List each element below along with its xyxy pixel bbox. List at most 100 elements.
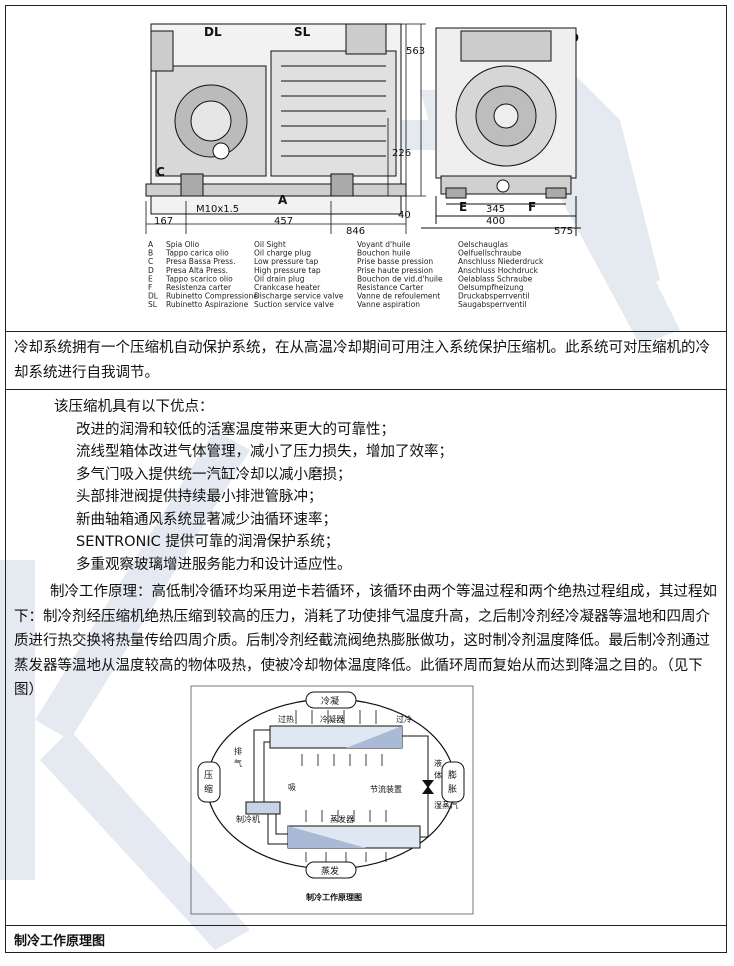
legend-code-b: B [148,249,153,258]
legend-en-b: Oil charge plug [254,249,311,258]
legend-it-dl: Rubinetto Compressione [166,292,258,301]
dim-226: 226 [392,148,411,159]
document-table: DL SL C A D B E F 563 226 40 M10x1.5 167… [5,5,727,953]
legend-de-a: Oelschauglas [458,240,508,249]
callout-dl: DL [204,25,222,39]
diagram-title: 制冷工作原理图 [306,892,362,902]
label-expand: 膨 [448,769,457,781]
label-compress: 压 [204,770,213,781]
legend-en-c: Low pressure tap [254,257,318,266]
legend-code-d: D [148,266,154,275]
legend-code-dl: DL [148,292,159,301]
dim-400: 400 [486,216,505,227]
legend-fr-c: Prise basse pression [357,257,433,266]
legend-de-e: Oelablass Schraube [458,274,533,283]
legend-it-f: Resistenza carter [166,283,232,292]
advantage-item: 改进的润滑和较低的活塞温度带来更大的可靠性； [76,421,395,438]
legend-it-a: Spia Olio [166,240,200,249]
advantages-list: 改进的润滑和较低的活塞温度带来更大的可靠性； 流线型箱体改进气体管理，减小了压力… [6,419,726,577]
main-cell: 该压缩机具有以下优点： 改进的润滑和较低的活塞温度带来更大的可靠性； 流线型箱体… [5,389,727,926]
legend-code-e: E [148,274,153,283]
advantage-item: 新曲轴箱通风系统显著减少油循环速率； [76,511,337,528]
legend-code-c: C [148,257,153,266]
callout-sl: SL [294,25,311,39]
callout-f: F [528,200,536,214]
dim-457: 457 [274,216,293,227]
legend-fr-b: Bouchon huile [357,249,411,258]
principle-paragraph: 制冷工作原理：高低制冷循环均采用逆卡若循环，该循环由两个等温过程和两个绝热过程组… [14,584,717,698]
advantage-item: 头部排泄阀提供持续最小排泄管脉冲； [76,489,323,505]
compress-box [197,761,221,803]
legend-de-c: Anschluss Niederdruck [458,257,544,266]
label-subcool: 过冷 [396,714,412,724]
intro-paragraph: 冷却系统拥有一个压缩机自动保护系统，在从高温冷却期间可用注入系统保护压缩机。此系… [14,340,710,381]
label-compress-2: 缩 [204,783,213,795]
label-wet-vapor: 湿蒸汽 [434,800,458,810]
advantages-title: 该压缩机具有以下优点： [54,399,214,415]
legend-fr-a: Voyant d'huile [357,240,411,249]
legend-en-a: Oil Sight [254,240,286,249]
legend-it-c: Presa Bassa Press. [166,257,235,266]
figure-caption: 制冷工作原理图 [14,934,106,949]
legend: A Spia Olio Oil Sight Voyant d'huile Oelscha… [148,240,544,309]
dim-345: 345 [486,204,505,215]
dim-40: 40 [398,210,411,221]
legend-de-dl: Druckabsperrventil [458,292,530,301]
advantage-item: 多重观察玻璃增进服务能力和设计适应性。 [76,556,352,573]
legend-it-sl: Rubinetto Aspirazione [166,300,249,309]
dim-846: 846 [346,226,365,237]
advantage-item: 流线型箱体改进气体管理，减小了压力损失，增加了效率； [76,444,453,460]
evaporate-box [305,861,357,879]
label-throttle: 节流装置 [370,784,402,794]
paragraph-cell: 冷却系统拥有一个压缩机自动保护系统，在从高温冷却期间可用注入系统保护压缩机。此系… [5,331,727,390]
legend-en-sl: Suction service valve [254,300,334,309]
legend-fr-d: Prise haute pression [357,266,433,275]
legend-de-f: Oelsumpfheizung [458,283,524,292]
legend-de-sl: Saugabsperrventil [458,300,526,309]
dim-thread: M10x1.5 [196,204,239,215]
legend-en-d: High pressure tap [254,266,321,275]
legend-it-d: Presa Alta Press. [166,266,228,275]
legend-de-b: Oelfuellschraube [458,249,522,258]
legend-de-d: Anschluss Hochdruck [458,266,539,275]
legend-code-a: A [148,240,154,249]
label-compressor: 制冷机 [236,814,260,824]
label-evaporator: 蒸发器 [330,814,354,824]
refrigeration-cycle-diagram: 冷凝 蒸发 压 缩 膨 胀 过热 冷凝器 过冷 排 气 吸 液 体 节流装置 湿… [190,685,474,915]
compressor-dimension-drawing: DL SL C A D B E F 563 226 40 M10x1.5 167… [145,23,581,309]
callout-e: E [459,200,467,214]
legend-code-f: F [148,283,152,292]
legend-fr-dl: Vanne de refoulement [357,292,440,301]
caption-cell: 制冷工作原理图 [5,925,727,953]
expand-box [441,761,465,803]
legend-it-b: Tappo carica olio [165,249,229,258]
dim-563: 563 [406,46,425,57]
legend-en-e: Oil drain plug [254,274,305,283]
legend-en-dl: Discharge service valve [254,292,344,301]
legend-fr-f: Resistance Carter [357,283,424,292]
label-liquid: 液 [434,758,442,768]
advantage-item: SENTRONIC 提供可靠的润滑保护系统； [76,534,340,550]
legend-it-e: Tappo scarico olio [165,274,233,283]
legend-en-f: Crankcase heater [254,283,321,292]
legend-fr-e: Bouchon de vid.d'huile [357,274,443,283]
label-discharge: 排 [234,746,242,756]
dim-575: 575 [554,226,573,237]
condense-box [305,691,357,709]
label-expand-2: 胀 [448,784,457,795]
dim-167: 167 [154,216,173,227]
label-evaporate: 蒸发 [321,865,339,877]
label-suction: 吸 [288,783,296,792]
figure-cell: DL SL C A D B E F 563 226 40 M10x1.5 167… [5,5,727,332]
label-condense: 冷凝 [321,695,339,707]
legend-fr-sl: Vanne aspiration [357,300,420,309]
label-condenser: 冷凝器 [320,714,344,724]
label-liquid-2: 体 [434,770,442,780]
callout-c: C [156,165,165,179]
advantage-item: 多气门吸入提供统一汽缸冷却以减小磨损； [76,466,352,483]
callout-a: A [278,193,288,207]
legend-code-sl: SL [148,300,158,309]
compressor-unit [245,801,281,815]
label-discharge-2: 气 [234,758,242,768]
label-superheat: 过热 [278,714,294,724]
